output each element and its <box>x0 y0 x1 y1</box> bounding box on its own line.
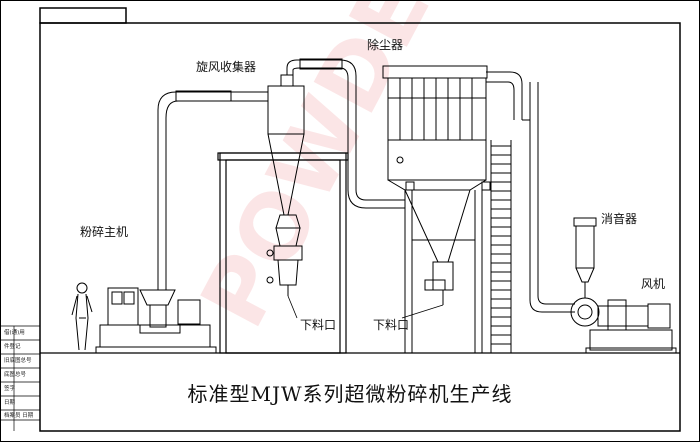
label-dust-collector: 除尘器 <box>367 38 404 52</box>
top-tab <box>39 7 127 24</box>
title-block-row-3: 旧底图总号 <box>4 358 32 364</box>
pipe-cyclone-dust <box>299 58 405 209</box>
title-block-row-5: 签字 <box>4 386 16 392</box>
label-silencer: 消音器 <box>601 212 638 226</box>
rotary-valve-left <box>266 214 303 296</box>
title-block-row-7: 档案员 日期 <box>4 413 34 419</box>
label-discharge-right: 下料口 <box>373 318 410 332</box>
label-cyclone: 旋风收集器 <box>196 60 257 74</box>
operator-figure <box>71 282 93 351</box>
leader-discharge-right <box>401 304 444 319</box>
dust-collector <box>382 65 491 305</box>
pipe-dust-fan <box>486 71 575 313</box>
ladder <box>490 140 512 353</box>
silencer <box>573 217 597 298</box>
label-fan: 风机 <box>641 277 666 291</box>
leader-discharge-left <box>287 295 298 319</box>
title-block-row-4: 底图总号 <box>4 372 27 378</box>
main-grinder <box>95 110 217 354</box>
label-main-grinder: 粉碎主机 <box>80 225 129 239</box>
pipe-grinder-cyclone <box>157 90 268 119</box>
fan <box>570 297 677 354</box>
inner-frame <box>39 22 681 432</box>
dust-collector-legs <box>404 190 483 353</box>
title-block <box>0 325 40 431</box>
label-discharge-left: 下料口 <box>300 318 337 332</box>
title-block-row-2: 件登记 <box>4 344 21 350</box>
title-block-row-1: 借(通)用 <box>4 330 25 336</box>
diagram-caption: 标准型MJW系列超微粉碎机生产线 <box>187 382 513 406</box>
title-block-row-6: 日期 <box>4 400 16 406</box>
